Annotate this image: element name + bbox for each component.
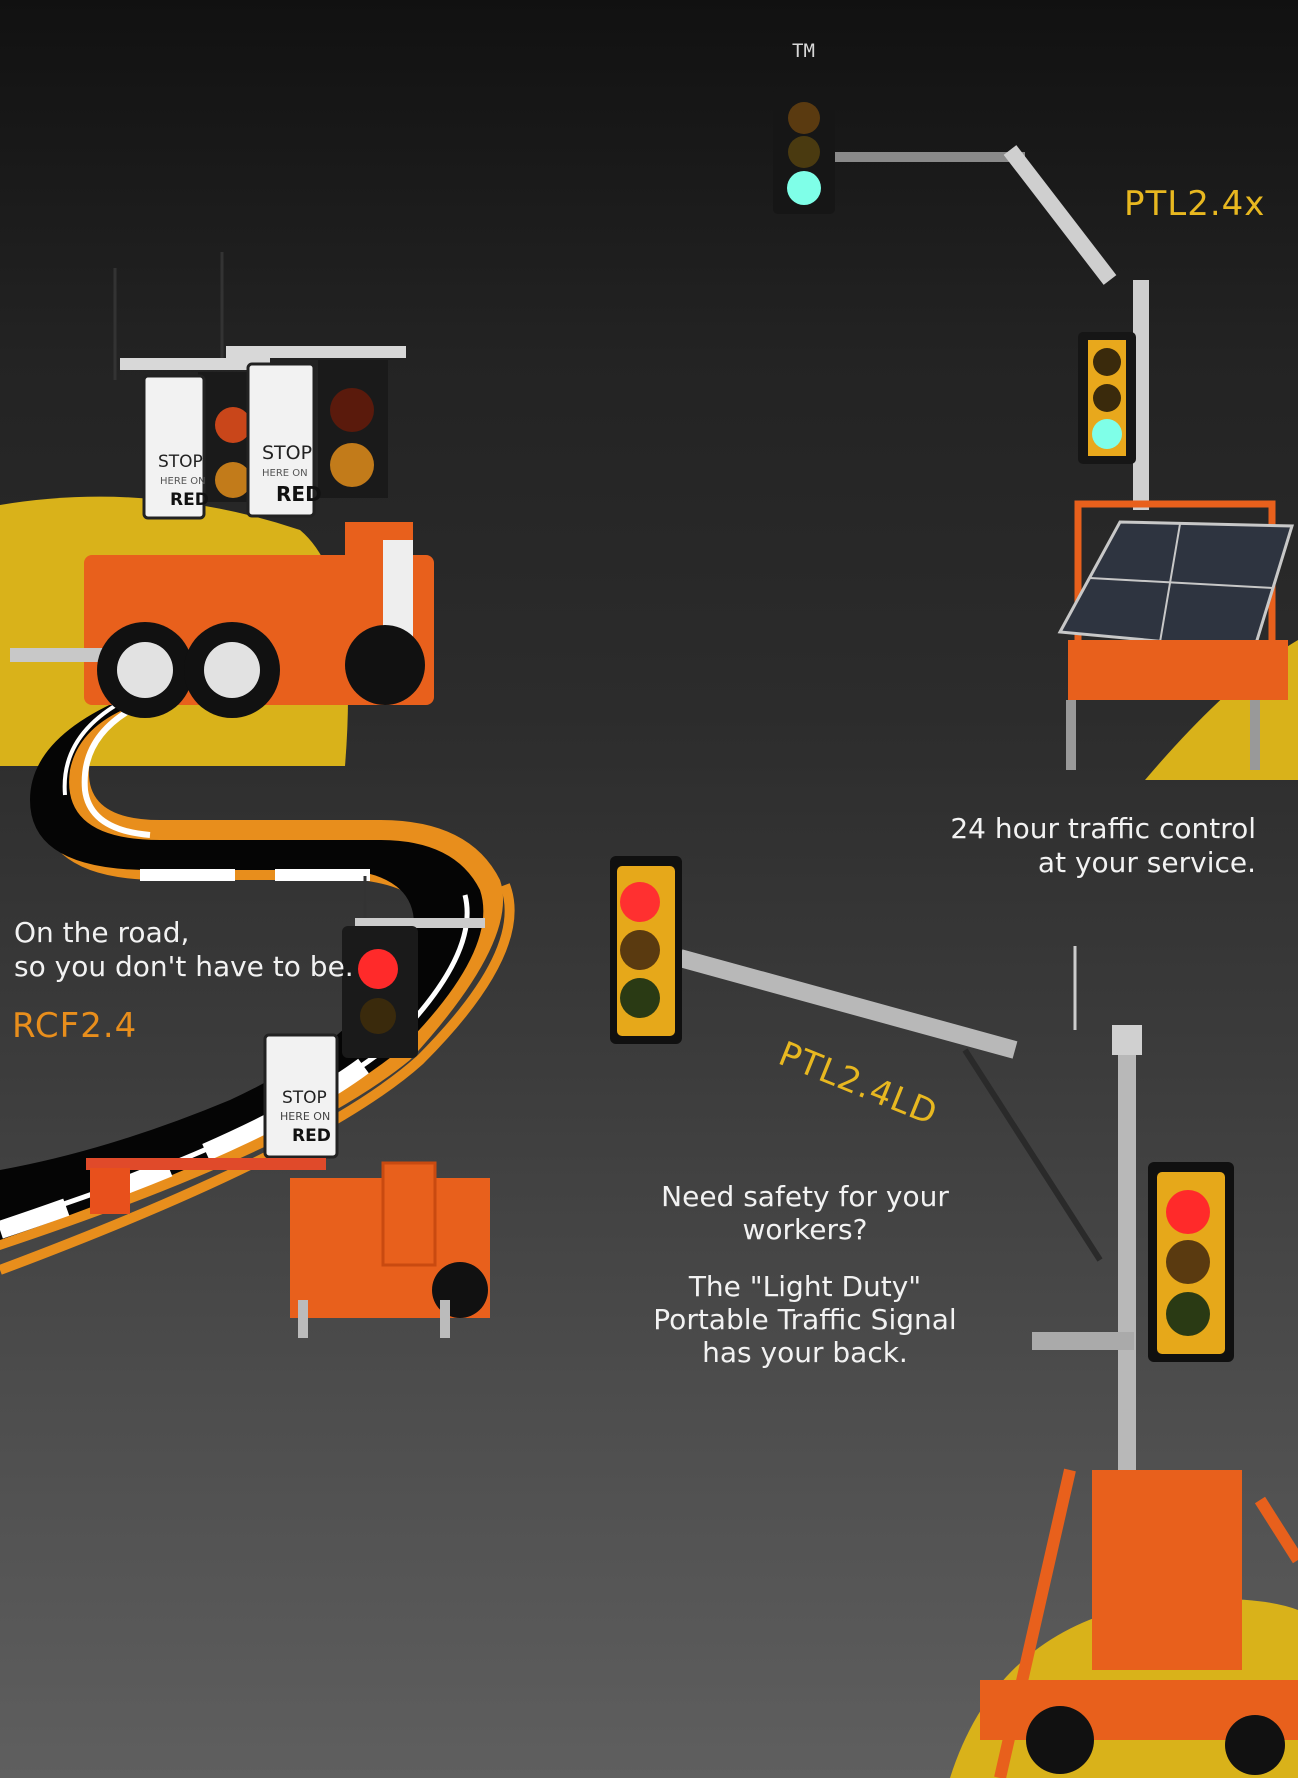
ptl24x-signal bbox=[773, 88, 1149, 510]
ptl24ld-signal bbox=[610, 856, 1298, 1778]
sign-red-2: RED bbox=[276, 482, 322, 506]
tagline-safety-line1: Need safety for your bbox=[661, 1180, 949, 1213]
rcf24-trailers bbox=[10, 252, 434, 718]
product-name-rcf24: RCF2.4 bbox=[12, 1006, 138, 1046]
sign-here-on-3: HERE ON bbox=[280, 1110, 331, 1123]
sign-here-on-2: HERE ON bbox=[262, 468, 308, 479]
trademark-mark: TM bbox=[792, 40, 815, 62]
tagline-road-line2: so you don't have to be. bbox=[14, 950, 354, 983]
winding-road bbox=[0, 697, 515, 1275]
sign-stop-1: STOP bbox=[158, 452, 203, 472]
rcf24-trailer-single bbox=[86, 876, 490, 1338]
product-name-ptl24x: PTL2.4x bbox=[1124, 184, 1266, 224]
tagline-service-line1: 24 hour traffic control bbox=[950, 812, 1256, 845]
tagline-light-duty: Need safety for your workers? The "Light… bbox=[640, 1180, 970, 1369]
tagline-road-line1: On the road, bbox=[14, 916, 190, 949]
sign-here-on-1: HERE ON bbox=[160, 476, 206, 487]
sign-red-1: RED bbox=[170, 490, 209, 510]
tagline-24-hour: 24 hour traffic control at your service. bbox=[950, 812, 1256, 880]
tagline-on-the-road: On the road, so you don't have to be. bbox=[14, 916, 354, 984]
tagline-safety-line2: workers? bbox=[742, 1213, 868, 1246]
ptl24x-trailer bbox=[1057, 500, 1295, 770]
sign-red-3: RED bbox=[292, 1126, 331, 1146]
tagline-light-line2: Portable Traffic Signal bbox=[653, 1303, 957, 1336]
tagline-light-line1: The "Light Duty" bbox=[688, 1270, 922, 1303]
sign-stop-3: STOP bbox=[282, 1088, 327, 1108]
tagline-service-line2: at your service. bbox=[1037, 846, 1256, 879]
tagline-light-line3: has your back. bbox=[702, 1336, 908, 1369]
sign-stop-2: STOP bbox=[262, 442, 313, 464]
